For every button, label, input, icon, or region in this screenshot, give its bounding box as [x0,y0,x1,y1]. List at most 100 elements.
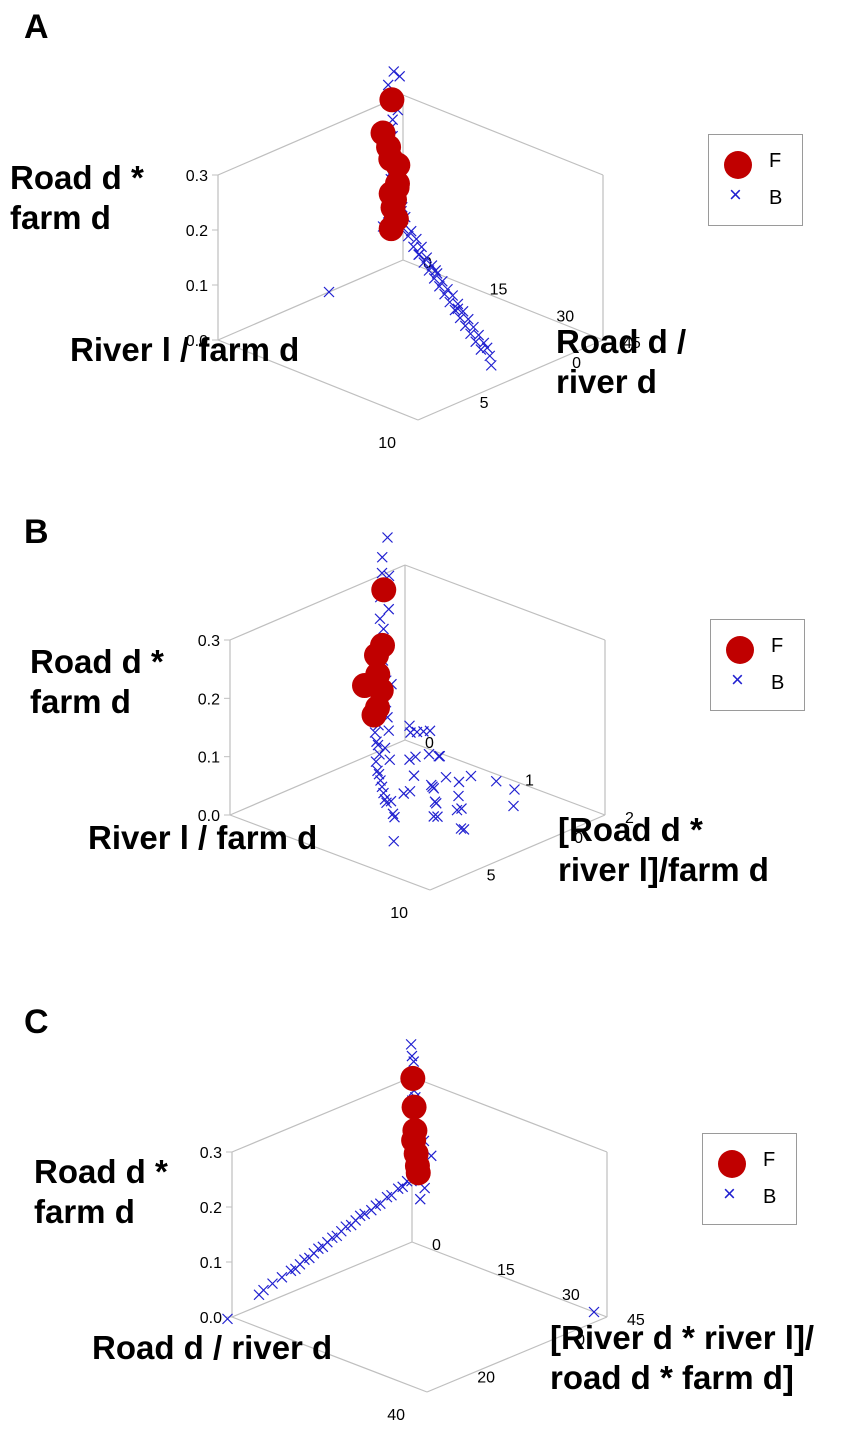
y-axis-title-line1: [Road d * [558,811,703,848]
point-b [376,781,388,793]
x-axis-title: River l / farm d [88,819,318,856]
point-b [382,532,393,543]
point-b [408,1056,420,1067]
legend-f-label: F [769,150,782,172]
point-b [384,754,396,766]
point-b [394,70,406,82]
point-b [468,321,479,333]
y-axis-title-line1: [River d * river l]/ [550,1319,815,1356]
point-b [405,225,417,237]
point-b [385,795,397,807]
point-b [414,1193,426,1205]
z-tick-label: 0.0 [198,808,220,825]
x-tick-label: 10 [390,905,408,922]
z-axis-title-line1: Road d * [34,1153,168,1190]
z-tick-label: 0.1 [198,750,220,767]
y-tick-label: 1 [525,773,534,790]
box-edge-floor-right [411,1241,608,1318]
y-axis-title: Road d / river d [556,322,686,402]
point-b [370,756,382,768]
point-b [387,808,399,820]
z-tick-label: 0.0 [186,333,208,350]
point-f [361,702,387,728]
point-b [416,241,427,253]
y-tick-label: 30 [556,308,574,325]
point-b [462,313,474,325]
box-edge-floor-front-left [229,814,431,891]
point-f [352,673,377,699]
point-f [400,1065,426,1091]
point-b [371,736,382,748]
panel-letter: A [24,8,49,46]
point-b [432,811,443,823]
box-edge-top-right [404,564,606,641]
z-axis-title-line1: Road d * [10,159,144,196]
box-edge-floor-front-right [429,814,606,891]
legend-f-marker [718,1150,746,1178]
y-axis-title-line2: road d * farm d] [550,1359,794,1396]
point-f [371,577,397,603]
z-tick-label: 0.2 [198,691,220,708]
z-tick-label: 0.2 [186,223,208,240]
box-edge-floor-front-left [231,1316,428,1393]
point-b [285,1265,297,1277]
panel-letter: C [24,1003,49,1041]
y-tick-label: 30 [562,1287,580,1304]
point-b [508,800,519,812]
box-edge-floor-left [231,1241,413,1318]
z-axis-title-line1: Road d * [30,643,164,680]
point-b [490,775,502,787]
point-b [455,823,467,834]
point-b [383,725,395,737]
point-b [389,811,400,823]
y-tick-label: 0 [423,255,432,272]
legend-b-label: B [771,672,785,694]
point-b [475,344,487,355]
x-tick-label: 5 [480,395,489,412]
y-tick-label: 45 [627,1312,645,1329]
point-b [484,350,496,362]
point-f [401,1094,427,1120]
point-f [378,216,404,242]
point-b [402,230,414,242]
panel-letter: B [24,513,49,551]
point-b [376,567,388,579]
legend-f-label: F [763,1149,776,1171]
point-b [404,720,415,732]
box-edge-top-left [231,1076,413,1153]
point-b [458,823,470,835]
z-tick-label: 0.0 [200,1310,222,1327]
z-tick-label: 0.3 [200,1145,222,1162]
z-axis-title: Road d * farm d [10,158,144,238]
point-b [509,784,520,795]
point-b [440,771,452,783]
legend-f-label: F [771,635,784,657]
box-edge-top-left [217,94,404,176]
y-tick-label: 45 [623,335,641,352]
z-axis-title: Road d * farm d [30,642,164,722]
y-tick-label: 0 [425,735,434,752]
point-f [405,1160,431,1186]
x-tick-label: 5 [487,868,496,885]
point-b [388,66,400,77]
y-axis-title-line2: river d [556,363,657,400]
point-f [364,642,389,668]
point-b [404,754,415,766]
z-axis-title-line2: farm d [30,683,131,720]
point-b [423,748,435,760]
point-b [375,775,386,786]
y-tick-label: 15 [490,282,508,299]
point-b [447,290,459,301]
point-b [434,750,446,762]
point-b [365,1204,377,1216]
box-edge-floor-left [229,739,406,816]
legend: F × B [708,134,803,226]
x-tick-label: 20 [477,1370,495,1387]
y-tick-label: 0 [432,1237,441,1254]
point-f [385,152,411,178]
z-tick-label: 0.3 [198,633,220,650]
z-tick-label: 0.3 [186,168,208,185]
x-tick-label: 0 [576,1332,585,1349]
x-axis-title: River l / farm d [70,331,300,368]
